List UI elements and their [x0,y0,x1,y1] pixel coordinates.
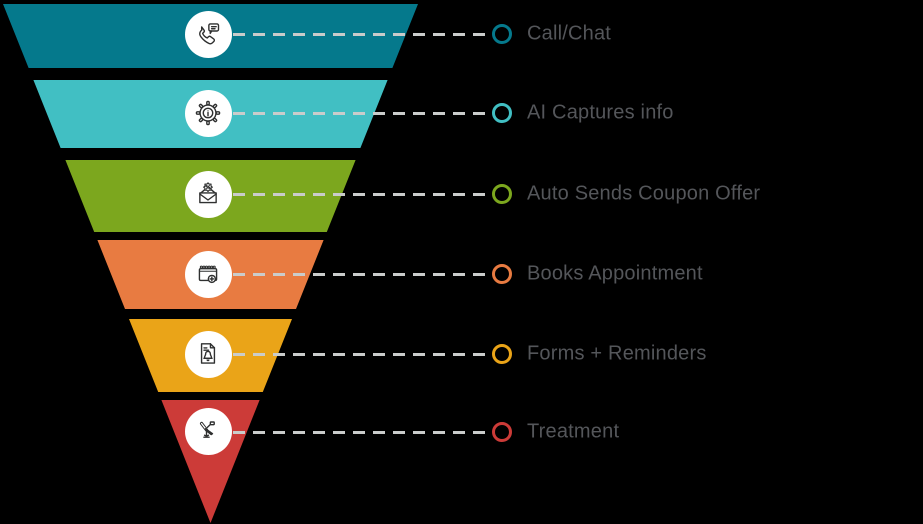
stage-label: Books Appointment [527,262,703,285]
leader-line [233,272,487,276]
dental-chair-icon [199,421,215,438]
stage-label: Forms + Reminders [527,342,707,365]
leader-line [233,32,487,36]
coupon-envelope-icon [199,182,217,204]
leader-line [233,430,487,434]
stage-icon-circle [184,250,232,298]
calendar-plus-icon [198,265,218,284]
stage-bullet-ring [492,184,512,204]
stage-bullet-ring [492,24,512,44]
leader-line [233,192,487,196]
leader-line [233,352,487,356]
stage-bullet-ring [492,103,512,123]
stage-bullet-ring [492,264,512,284]
forms-bell-icon [200,343,216,364]
gear-info-icon [195,100,221,126]
stage-label: Auto Sends Coupon Offer [527,182,761,205]
stage-bullet-ring [492,422,512,442]
phone-chat-icon [199,23,220,45]
stage-icon-circle [184,89,232,137]
leader-line [233,111,487,115]
stage-label: Call/Chat [527,22,612,45]
stage-label: AI Captures info [527,101,674,124]
stage-label: Treatment [527,420,620,443]
stage-icon-circle [184,407,232,455]
stage-icon-circle [184,10,232,58]
stage-icon-circle [184,170,232,218]
stage-bullet-ring [492,344,512,364]
stage-icon-circle [184,330,232,378]
